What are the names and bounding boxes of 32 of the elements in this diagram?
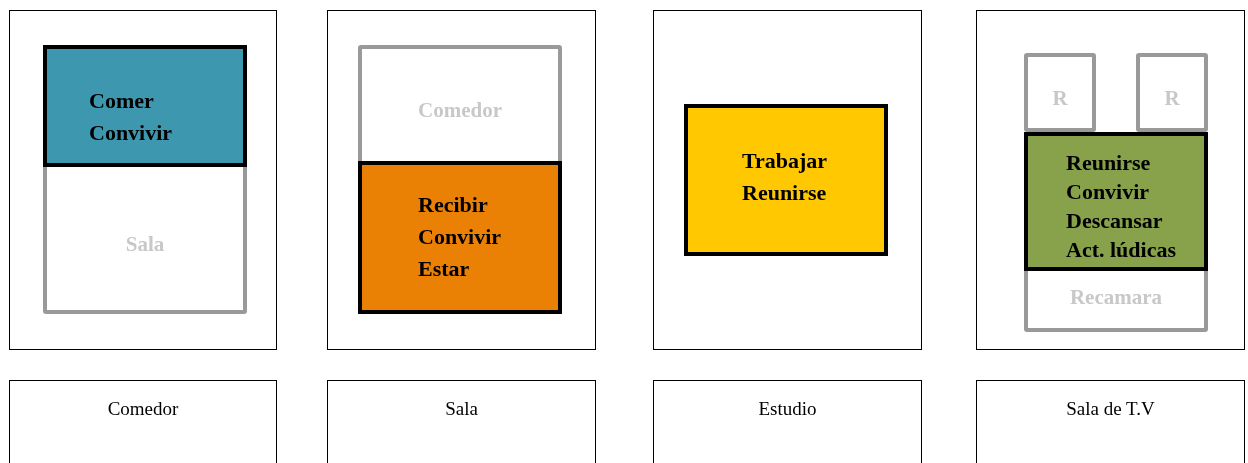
room-outline <box>1024 53 1096 132</box>
activity-text: Reunirse <box>1066 149 1151 177</box>
activity-text: Convivir <box>89 119 173 147</box>
space-name: Sala <box>445 397 478 421</box>
space-name: Estudio <box>758 397 817 421</box>
activity-text: Comer <box>89 87 154 115</box>
activity-zone <box>1024 132 1208 271</box>
room-outline <box>1024 132 1208 332</box>
caption-box <box>327 380 596 463</box>
caption-box <box>976 380 1245 463</box>
activity-text: Descansar <box>1066 207 1163 235</box>
space-name: Sala de T.V <box>1066 397 1155 421</box>
room-outline <box>1136 53 1208 132</box>
panel-frame <box>327 10 596 350</box>
panel-frame <box>653 10 922 350</box>
panel-frame <box>9 10 277 350</box>
activity-zone <box>358 161 562 314</box>
panel-frame <box>976 10 1245 350</box>
activity-text: Convivir <box>418 223 502 251</box>
activity-text: Trabajar <box>742 147 828 175</box>
activity-text: Recibir <box>418 191 488 219</box>
activity-text: Reunirse <box>742 179 827 207</box>
activity-zone <box>684 104 888 256</box>
activity-text: Convivir <box>1066 178 1150 206</box>
caption-box <box>9 380 277 463</box>
room-outline <box>43 45 247 314</box>
space-name: Comedor <box>107 397 179 421</box>
activity-text: Estar <box>418 255 470 283</box>
activity-text: Act. lúdicas <box>1066 236 1176 264</box>
activity-zone <box>43 45 247 167</box>
room-outline <box>358 45 562 314</box>
caption-box <box>653 380 922 463</box>
